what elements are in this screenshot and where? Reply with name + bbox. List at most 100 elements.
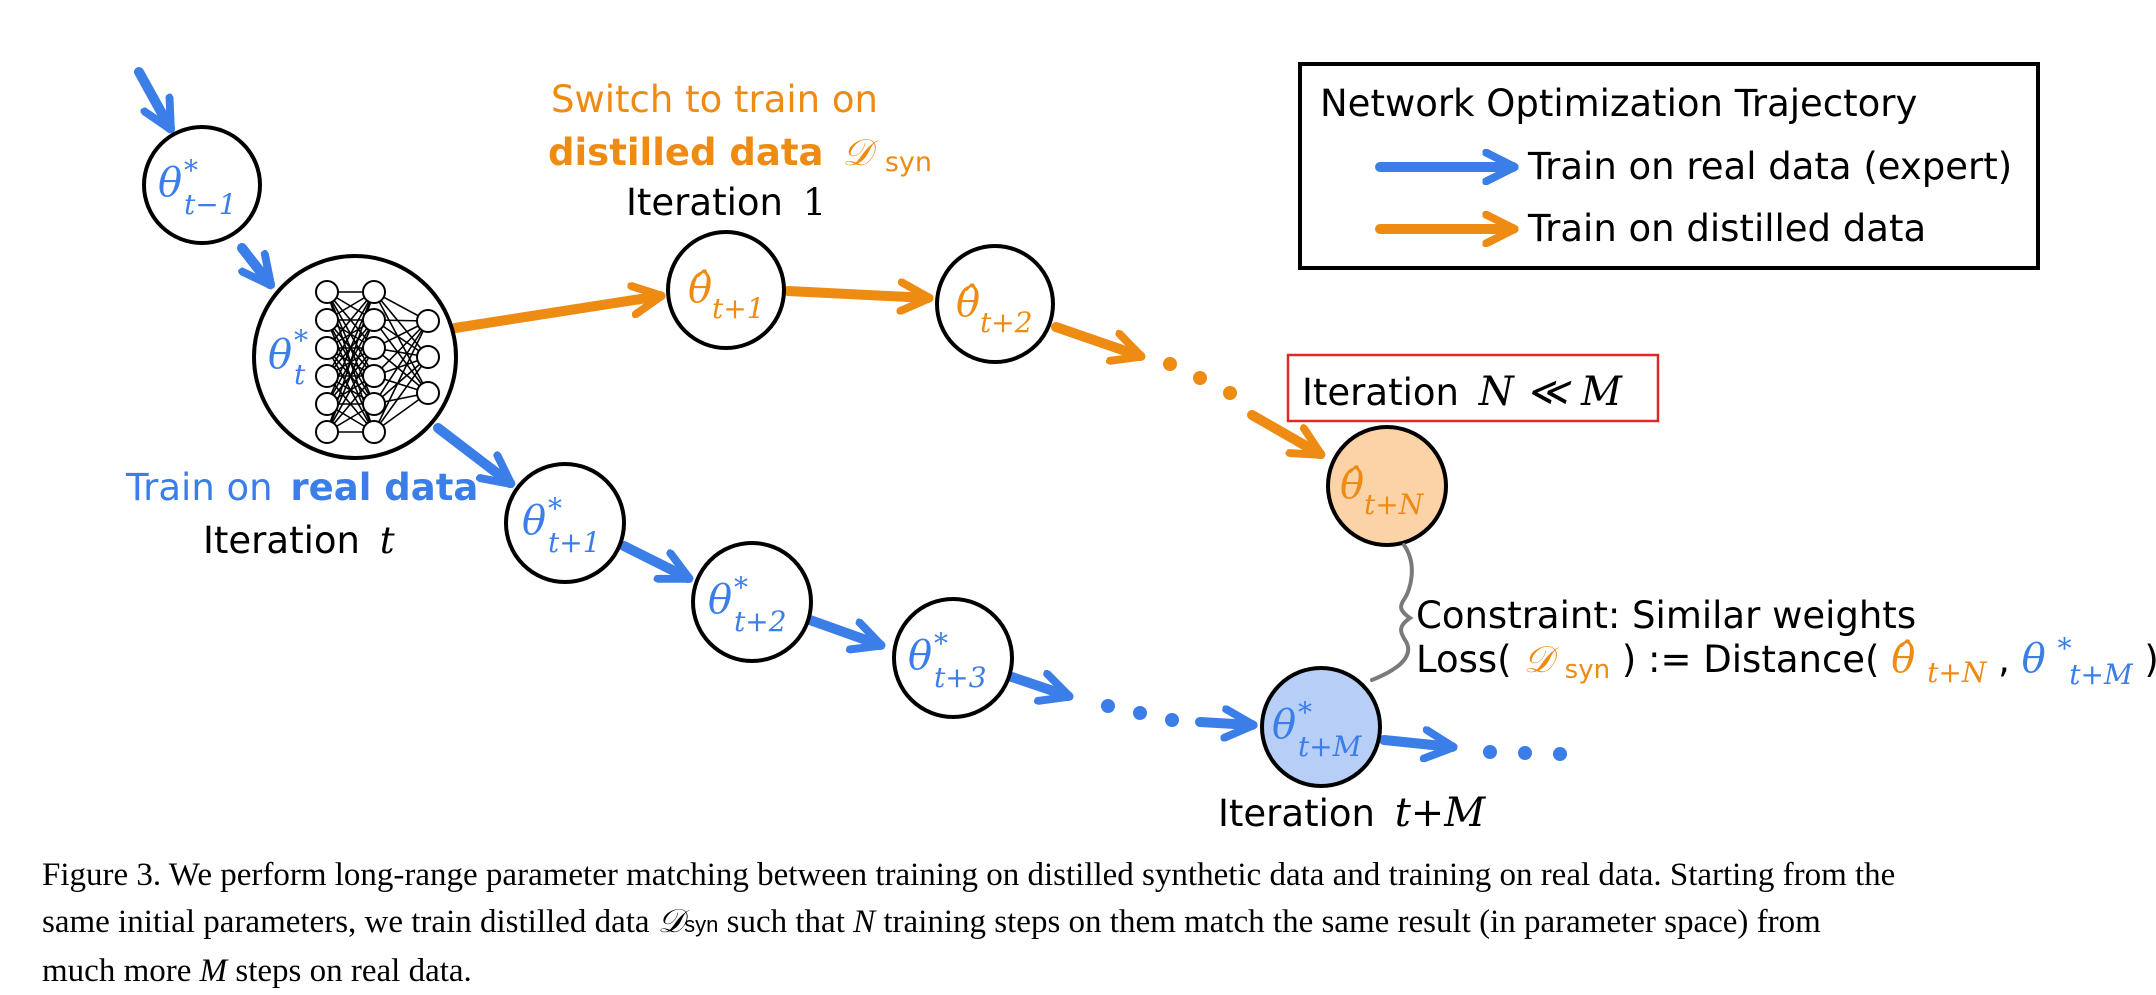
node-theta-hat-t2-sub: t+2	[980, 306, 1033, 339]
loss-theta-star-sub: t+M	[2069, 658, 2134, 691]
network-neuron	[362, 280, 386, 304]
network-neuron	[315, 392, 339, 416]
node-theta-t1-sup: *	[548, 492, 562, 525]
caption-line-1: Figure 3. We perform long-range paramete…	[42, 857, 1896, 893]
network-neuron	[315, 336, 339, 360]
incoming-arrow	[134, 67, 175, 128]
iteration-1-label: Iteration 1	[626, 181, 826, 224]
network-edge	[326, 291, 375, 405]
iteration-N-label: Iteration N ≪ M	[1302, 369, 1623, 415]
node-theta-t: θ * t	[252, 254, 458, 460]
network-edge	[326, 375, 375, 433]
arrow-t-to-t1	[433, 423, 510, 483]
node-theta-hat-tN-sub: t+N	[1364, 488, 1425, 521]
network-neuron	[416, 345, 440, 369]
node-theta-t2: θ * t+2	[691, 541, 813, 663]
iteration-tM-label: Iteration t+M	[1218, 790, 1486, 836]
iteration-t-label: Iteration t	[203, 519, 395, 562]
network-neuron	[362, 364, 386, 388]
curly-brace-icon	[1370, 543, 1414, 682]
arrow-tM-to-dots	[1379, 740, 1452, 747]
node-theta-t-minus-1-sup: *	[184, 154, 198, 187]
network-neuron	[362, 308, 386, 332]
network-edge	[373, 319, 429, 394]
network-edge	[373, 356, 429, 433]
node-theta-t1-sub: t+1	[548, 526, 601, 559]
caption-line-3: much more M steps on real data.	[42, 953, 472, 989]
loss-equation: Loss( 𝒟 syn ) := Distance( θ̂ t+N , θ * …	[1416, 624, 2156, 693]
legend: Network Optimization Trajectory Train on…	[1298, 62, 2040, 270]
train-real-label: Train on real data	[125, 466, 478, 509]
network-edge	[373, 320, 429, 405]
loss-theta-hat: θ̂	[1891, 636, 1915, 682]
network-edge	[326, 291, 375, 377]
loss-prefix: Loss(	[1416, 638, 1512, 681]
loss-close: )	[2144, 638, 2156, 681]
network-neuron	[362, 336, 386, 360]
node-theta-t-minus-1-sub: t−1	[184, 188, 237, 221]
arrow-t-to-hat-t1	[450, 296, 660, 333]
node-theta-t-minus-1-symbol: θ	[158, 160, 182, 206]
node-theta-tM-symbol: θ	[1272, 702, 1296, 748]
node-theta-t3-sub: t+3	[934, 661, 987, 694]
ellipsis-dots-orange	[1163, 357, 1237, 400]
network-neuron	[315, 364, 339, 388]
node-theta-hat-tN-symbol: θ̂	[1340, 462, 1364, 508]
arrow-tminus1-to-t	[237, 243, 270, 284]
node-theta-tM: θ * t+M	[1260, 666, 1382, 788]
node-theta-hat-t2: θ̂ t+2	[935, 244, 1055, 364]
node-theta-t2-sub: t+2	[734, 605, 787, 638]
network-neuron	[315, 280, 339, 304]
switch-label-line1: Switch to train on	[551, 78, 878, 121]
distilled-data-prefix: distilled data	[548, 131, 824, 174]
loss-theta-star-sup: *	[2058, 632, 2072, 665]
ellipsis-dots-blue-end	[1483, 745, 1567, 761]
network-neuron	[362, 392, 386, 416]
node-theta-t3-symbol: θ	[908, 633, 932, 679]
node-theta-t-symbol: θ	[268, 332, 292, 378]
node-theta-tM-sup: *	[1298, 696, 1312, 729]
node-theta-t-sub: t	[294, 358, 306, 391]
constraint-label: Constraint: Similar weights	[1416, 594, 1916, 637]
node-theta-hat-tN: θ̂ t+N	[1326, 425, 1448, 547]
network-edge	[373, 320, 429, 433]
ellipsis-dots-blue	[1101, 699, 1179, 727]
loss-D-sub: syn	[1565, 655, 1610, 685]
network-edge	[326, 347, 375, 433]
network-edge	[373, 291, 429, 394]
caption-line-2: same initial parameters, we train distil…	[42, 901, 1821, 940]
network-edge	[326, 291, 375, 349]
arrow-dots-to-tM	[1195, 722, 1252, 725]
arrow-hat-t2-to-dots	[1051, 322, 1140, 356]
network-edge	[373, 291, 429, 358]
node-theta-t1-symbol: θ	[522, 498, 546, 544]
loss-theta-star: θ	[2022, 636, 2046, 682]
distilled-data-symbol: 𝒟	[842, 131, 878, 174]
node-theta-hat-t1-symbol: θ̂	[688, 266, 712, 312]
loss-comma: ,	[1998, 638, 2010, 681]
node-theta-tM-sub: t+M	[1298, 730, 1363, 763]
node-theta-t2-symbol: θ	[708, 577, 732, 623]
arrow-t3-to-dots	[1007, 677, 1068, 696]
node-theta-t-minus-1: θ * t−1	[142, 125, 262, 245]
node-theta-hat-t1: θ̂ t+1	[666, 230, 786, 350]
network-neuron	[315, 308, 339, 332]
node-theta-t3-sup: *	[934, 627, 948, 660]
figure-caption: Figure 3. We perform long-range paramete…	[42, 852, 2122, 994]
node-theta-hat-t1-sub: t+1	[712, 292, 765, 325]
iteration-N-highlight-box	[1286, 353, 1660, 423]
legend-title: Network Optimization Trajectory	[1320, 82, 1917, 125]
loss-mid: ) := Distance(	[1622, 638, 1880, 681]
network-edge	[326, 319, 375, 433]
loss-D: 𝒟	[1523, 638, 1559, 681]
node-theta-t1: θ * t+1	[504, 462, 626, 584]
arrow-dots-to-hat-tN	[1247, 410, 1320, 459]
arrow-t2-to-t3	[805, 615, 880, 645]
legend-item-real-label: Train on real data (expert)	[1527, 145, 2012, 188]
node-theta-t2-sup: *	[734, 571, 748, 604]
node-theta-hat-t2-symbol: θ̂	[956, 280, 980, 326]
node-theta-t-sup: *	[294, 324, 308, 357]
network-neuron	[416, 381, 440, 405]
network-neuron	[362, 420, 386, 444]
